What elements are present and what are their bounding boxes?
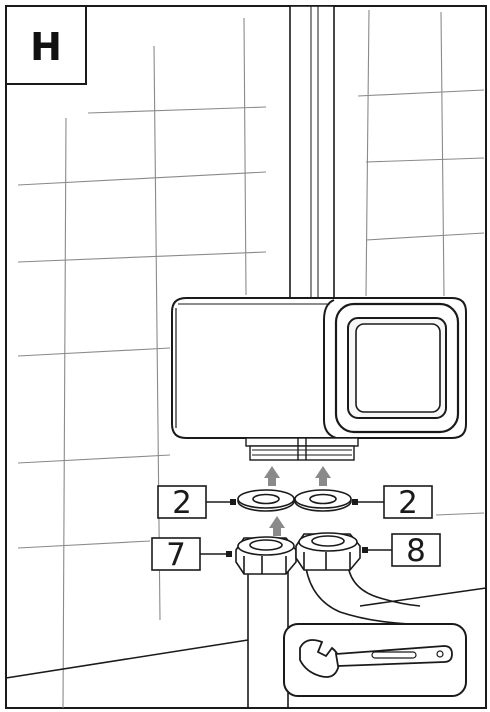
callout-nut-left: 7 bbox=[151, 537, 232, 573]
wrench-panel bbox=[283, 623, 467, 697]
callout-gasket-right: 2 bbox=[352, 485, 433, 521]
hex-nuts bbox=[235, 532, 361, 575]
callout-label-7: 7 bbox=[166, 537, 186, 573]
arrow-up-icon bbox=[315, 466, 331, 486]
callout-nut-right: 8 bbox=[362, 533, 441, 569]
threaded-inlets bbox=[245, 437, 359, 461]
nut-left bbox=[235, 536, 297, 575]
nut-right bbox=[295, 532, 361, 571]
wall-pipe bbox=[289, 5, 335, 299]
wrench-icon bbox=[299, 639, 453, 678]
gasket-right bbox=[294, 489, 352, 512]
callout-label-2-left: 2 bbox=[172, 485, 192, 521]
assembly-arrows bbox=[264, 466, 331, 536]
arrow-up-icon bbox=[269, 516, 285, 536]
step-letter: H bbox=[30, 25, 62, 69]
arrow-up-icon bbox=[264, 466, 280, 486]
callout-label-8: 8 bbox=[406, 533, 426, 569]
gaskets bbox=[237, 489, 352, 512]
wall-tiles bbox=[17, 9, 485, 709]
page-frame bbox=[5, 5, 487, 709]
callout-gasket-left: 2 bbox=[157, 485, 236, 521]
step-badge: H bbox=[5, 5, 87, 85]
callout-label-2-right: 2 bbox=[398, 485, 418, 521]
countertop-edge bbox=[5, 587, 487, 679]
gasket-left bbox=[237, 489, 295, 512]
device-body bbox=[171, 297, 467, 439]
